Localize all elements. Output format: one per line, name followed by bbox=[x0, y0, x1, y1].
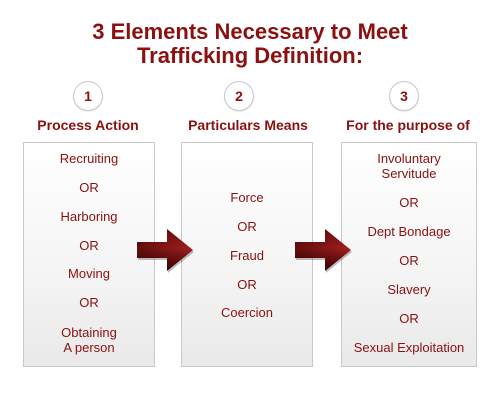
item-force: Force bbox=[230, 190, 264, 205]
item-servitude: Servitude bbox=[381, 166, 437, 181]
item-or: OR bbox=[399, 195, 419, 210]
item-sexual-exploitation: Sexual Exploitation bbox=[353, 340, 465, 355]
arrow-right-icon bbox=[137, 229, 194, 273]
diagram-title: 3 Elements Necessary to Meet Trafficking… bbox=[0, 20, 500, 68]
item-slavery: Slavery bbox=[387, 282, 431, 297]
title-line-2: Trafficking Definition: bbox=[136, 43, 364, 68]
item-involuntary: Involuntary bbox=[377, 151, 441, 166]
arrow-right-icon bbox=[295, 229, 352, 273]
step-number-3: 3 bbox=[390, 82, 418, 110]
column-heading-process-action: Process Action bbox=[37, 117, 139, 133]
item-dept-bondage: Dept Bondage bbox=[367, 224, 451, 239]
item-or: OR bbox=[237, 219, 257, 234]
item-or: OR bbox=[237, 277, 257, 292]
item-or: OR bbox=[399, 253, 419, 268]
item-or: OR bbox=[399, 311, 419, 326]
item-or: OR bbox=[79, 180, 99, 195]
item-obtaining: Obtaining bbox=[61, 325, 117, 340]
column-heading-particulars-means: Particulars Means bbox=[188, 117, 308, 133]
step-number-1: 1 bbox=[74, 82, 102, 110]
title-line-1: 3 Elements Necessary to Meet bbox=[92, 19, 408, 44]
item-or: OR bbox=[79, 238, 99, 253]
item-fraud: Fraud bbox=[230, 248, 264, 263]
box-for-the-purpose-of: Involuntary Servitude OR Dept Bondage OR… bbox=[341, 142, 477, 367]
step-number-2: 2 bbox=[225, 82, 253, 110]
item-harboring: Harboring bbox=[60, 209, 118, 224]
item-coercion: Coercion bbox=[220, 305, 274, 320]
item-recruiting: Recruiting bbox=[59, 151, 119, 166]
item-a-person: A person bbox=[63, 340, 115, 355]
item-or: OR bbox=[79, 295, 99, 310]
item-moving: Moving bbox=[68, 266, 110, 281]
column-heading-for-the-purpose-of: For the purpose of bbox=[346, 117, 470, 133]
box-process-action: Recruiting OR Harboring OR Moving OR Obt… bbox=[23, 142, 155, 367]
